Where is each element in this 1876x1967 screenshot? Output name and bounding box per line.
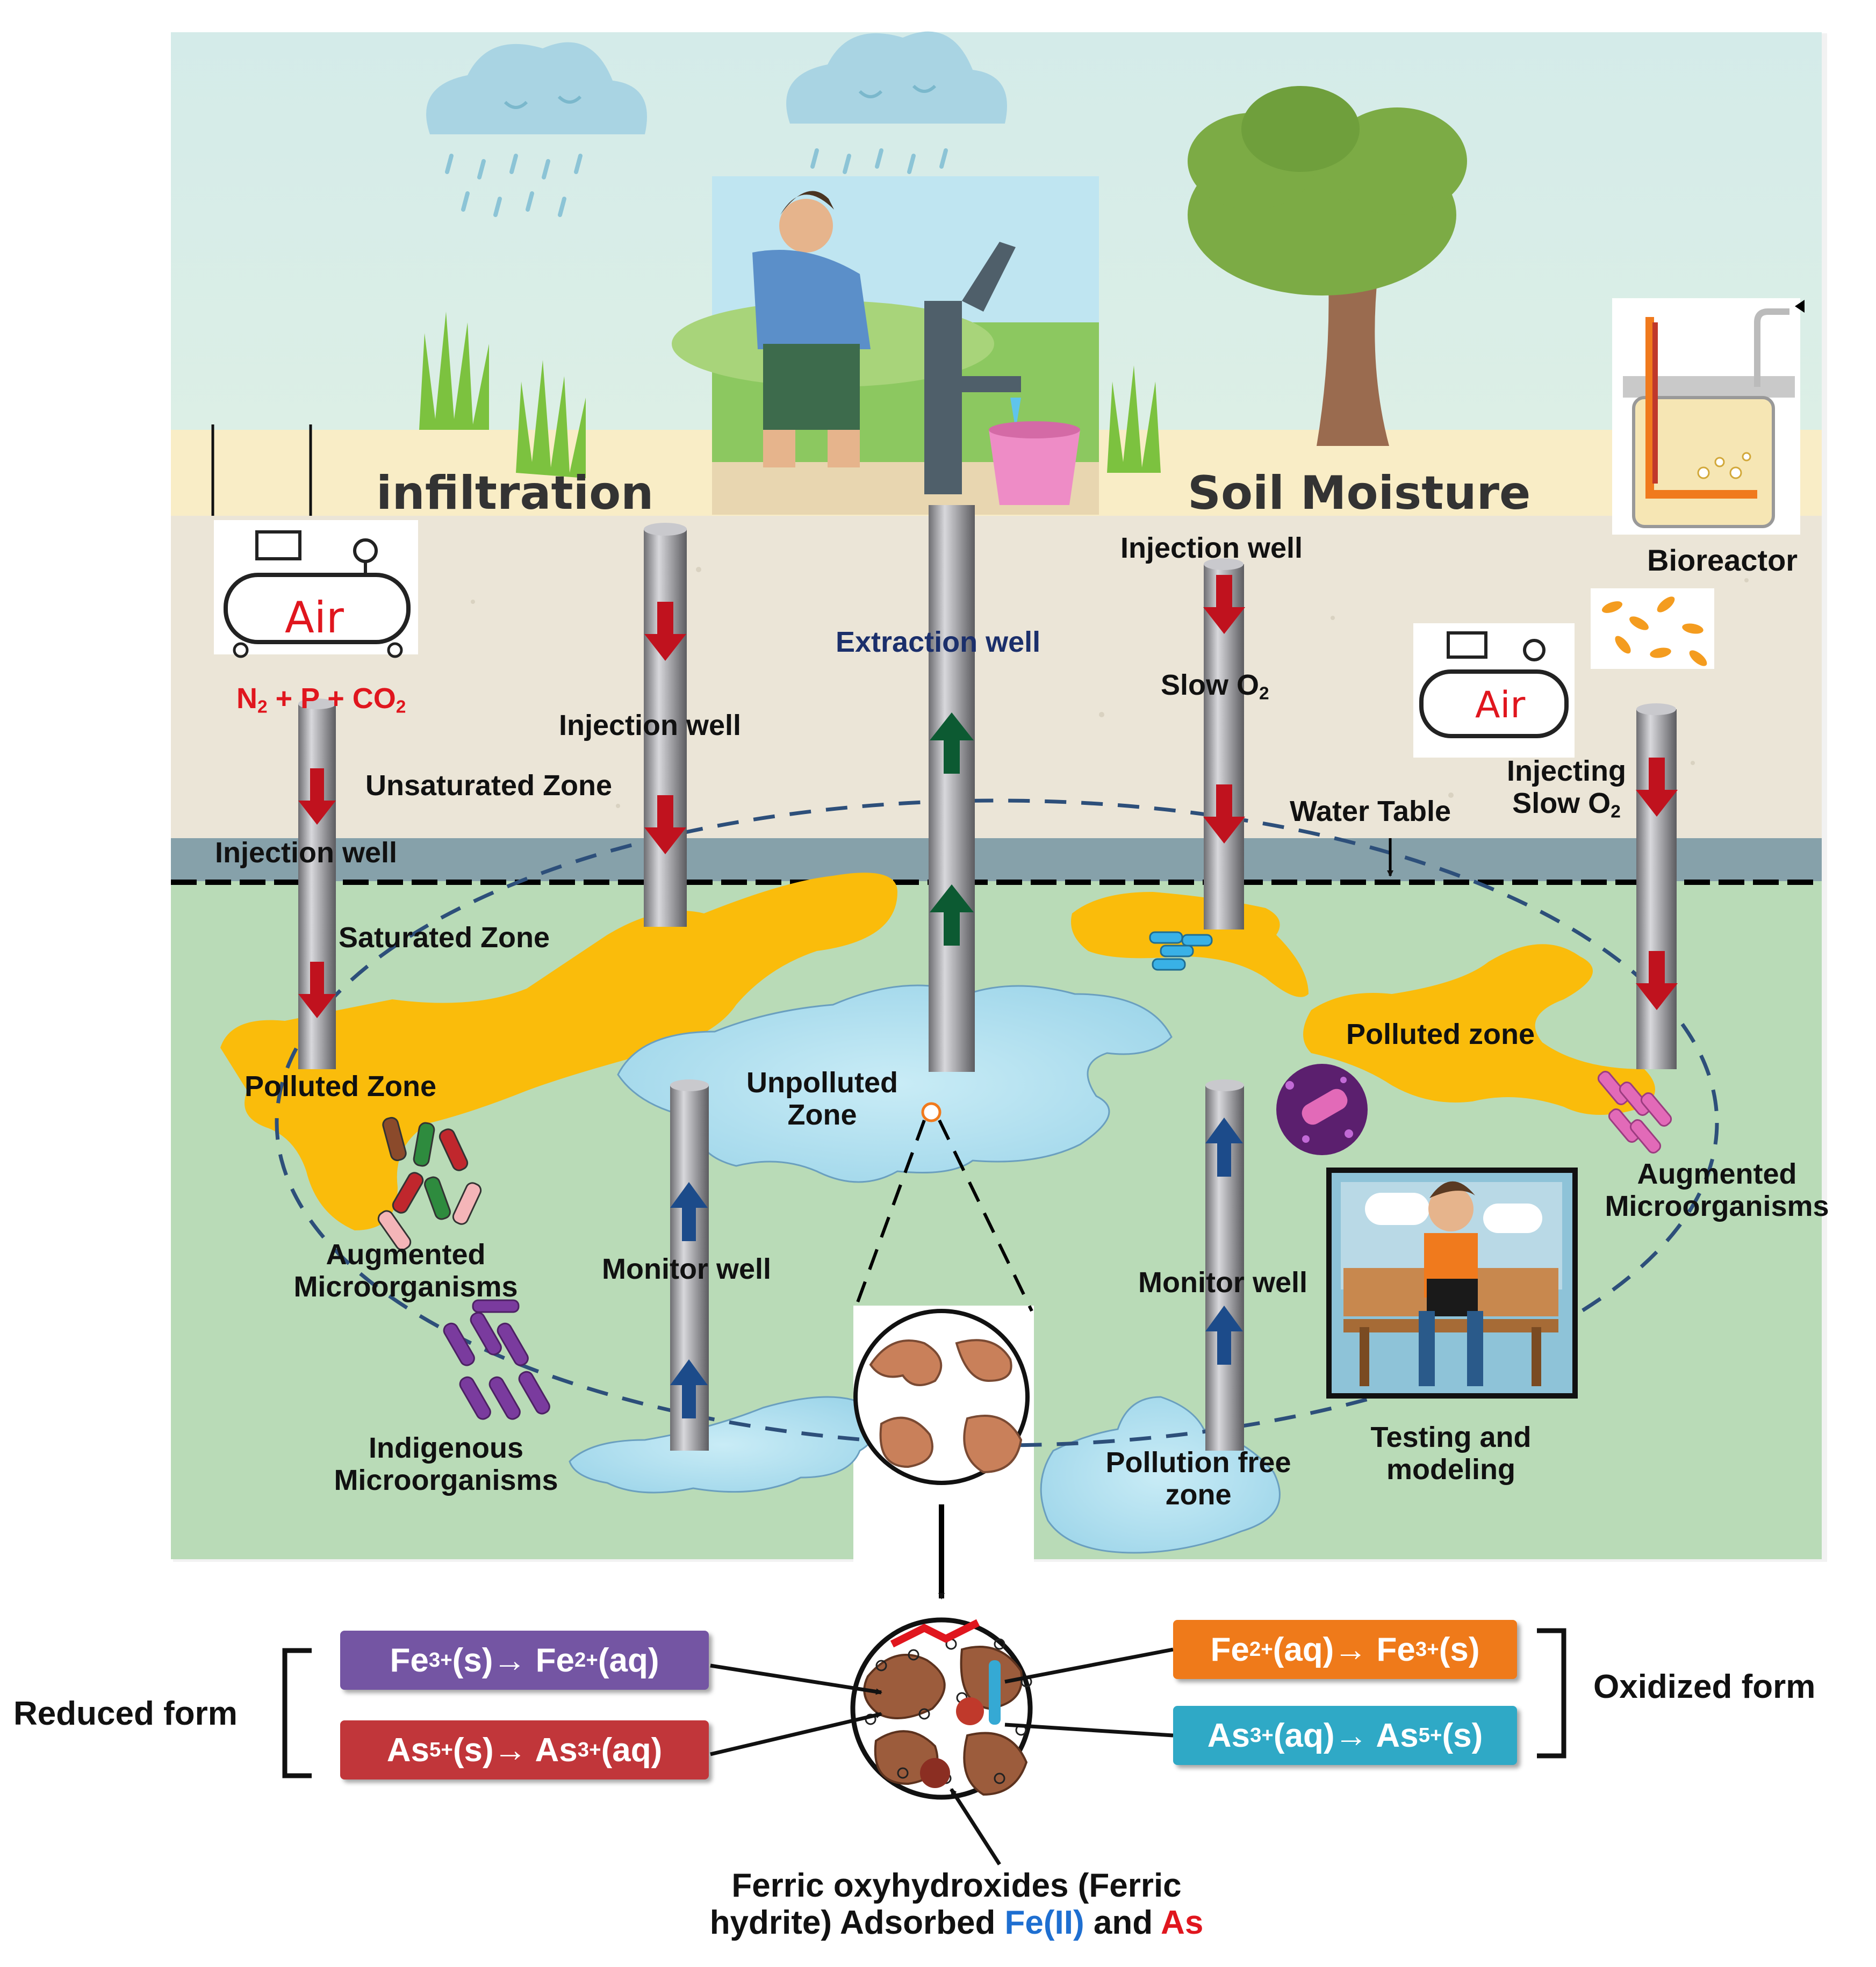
air-label-left: Air xyxy=(285,593,344,643)
testing-picture xyxy=(1326,1168,1578,1399)
form-brackets xyxy=(282,1628,1566,1778)
oxidized-form-label: Oxidized form xyxy=(1593,1668,1816,1705)
gas-mixture-label: N2 + P + CO2 xyxy=(236,682,406,717)
indigenous-microorganisms-icon xyxy=(443,1299,550,1420)
extraction-well-label: Extraction well xyxy=(836,626,1041,658)
reduced-bracket xyxy=(282,1648,312,1778)
rain-cloud-center-icon xyxy=(786,31,1007,174)
tree-icon xyxy=(1188,86,1467,446)
saturated-zone-label: Saturated Zone xyxy=(339,921,550,954)
blue-bacteria-icon xyxy=(1149,931,1213,971)
soil-moisture-label: Soil Moisture xyxy=(1188,466,1531,520)
reduced-form-label: Reduced form xyxy=(13,1695,238,1732)
grass-left-icon xyxy=(419,312,586,478)
water-table-label: Water Table xyxy=(1290,795,1451,827)
air-compressor-left-icon xyxy=(214,520,418,658)
hand-pump-picture xyxy=(672,176,1099,515)
extraction-well-pipe xyxy=(929,505,975,1072)
polluted-zone-right-label: Polluted zone xyxy=(1346,1018,1535,1050)
water-band xyxy=(171,838,1822,881)
flow-arrows xyxy=(298,575,1678,1418)
injection-well-label-1: Injection well xyxy=(215,837,398,869)
air-compressor-right-icon xyxy=(1413,623,1575,758)
zoom-indicator xyxy=(853,1102,1033,1312)
monitor-well-left-label: Monitor well xyxy=(602,1253,771,1285)
augmented-microorganisms-left-icon xyxy=(377,1116,482,1251)
blue-up-arrows xyxy=(670,1118,1243,1418)
purple-microbe-icon xyxy=(1276,1064,1368,1155)
reaction-connectors xyxy=(710,1647,1174,1865)
polluted-zone-left-label: Polluted Zone xyxy=(245,1070,436,1103)
soil-particle-icon xyxy=(853,1309,1030,1485)
bioreactor-icon xyxy=(1612,298,1805,535)
injection-well-pipe-2 xyxy=(644,529,687,927)
bioreactor-label: Bioreactor xyxy=(1647,543,1798,577)
augmented-microorganisms-right-icon xyxy=(1597,1071,1672,1154)
ferric-oxyhydroxide-particle-icon xyxy=(850,1617,1033,1800)
injection-well-label-3: Injection well xyxy=(1120,532,1303,564)
well-pipes xyxy=(298,505,1677,1451)
unsaturated-zone-label: Unsaturated Zone xyxy=(365,769,613,802)
slow-o2-label: Slow O2 xyxy=(1161,669,1269,704)
monitor-well-right-label: Monitor well xyxy=(1138,1266,1307,1299)
orange-bacteria-icon xyxy=(1591,588,1714,669)
infiltration-label: infiltration xyxy=(376,466,654,520)
green-up-arrows xyxy=(930,712,974,946)
ferric-oxyhydroxide-caption: Ferric oxyhydroxides (Ferric hydrite) Ad… xyxy=(709,1867,1204,1942)
fence xyxy=(211,424,312,516)
injection-well-label-2: Injection well xyxy=(559,709,742,741)
air-label-right: Air xyxy=(1475,684,1526,726)
grass-right-icon xyxy=(1107,365,1161,473)
red-down-arrows xyxy=(298,575,1678,1018)
rain-cloud-left-icon xyxy=(426,42,647,217)
oxidized-bracket xyxy=(1537,1628,1566,1759)
